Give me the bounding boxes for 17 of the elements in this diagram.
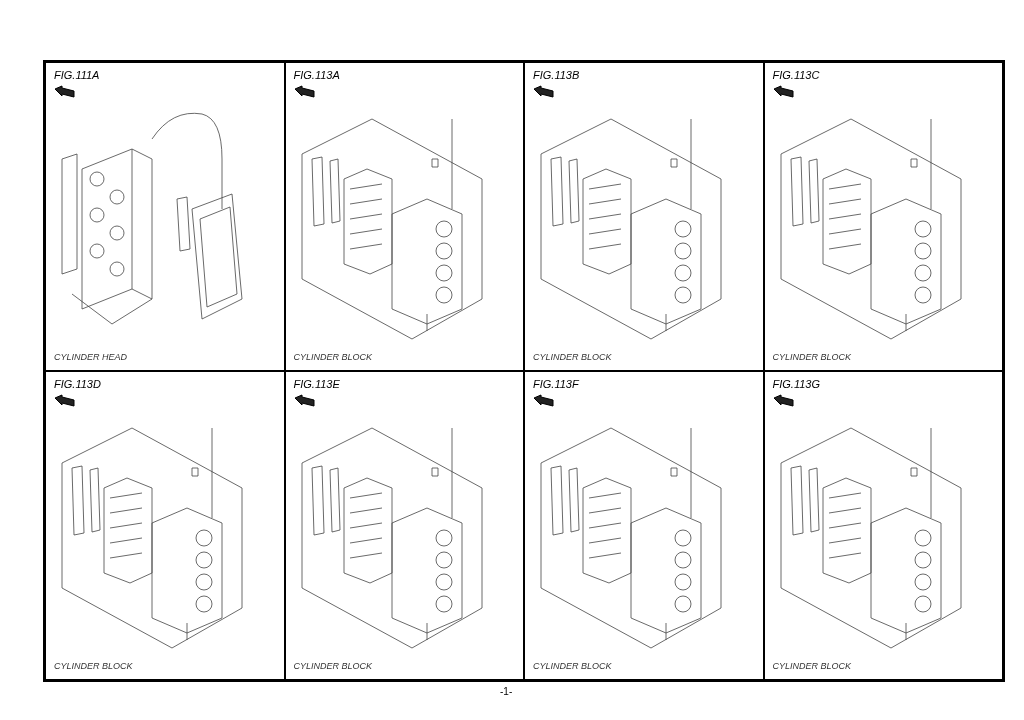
figure-title: FIG.113A	[293, 69, 340, 81]
figure-caption: CYLINDER BLOCK	[54, 661, 133, 671]
figure-title: FIG.113E	[293, 378, 340, 390]
figure-caption: CYLINDER BLOCK	[772, 352, 852, 362]
figure-title: FIG.113B	[533, 69, 580, 81]
figure-caption: CYLINDER BLOCK	[533, 352, 612, 362]
figure-caption: CYLINDER BLOCK	[772, 661, 852, 671]
figure-title: FIG.111A	[54, 69, 100, 81]
figure-caption: CYLINDER BLOCK	[533, 661, 612, 671]
figure-caption: CYLINDER BLOCK	[293, 661, 373, 671]
figure-title: FIG.113D	[54, 378, 101, 390]
figure-caption: CYLINDER HEAD	[54, 352, 127, 362]
figure-caption: CYLINDER BLOCK	[293, 352, 373, 362]
figure-title: FIG.113C	[772, 69, 820, 81]
figure-title: FIG.113F	[533, 378, 579, 390]
figure-title: FIG.113G	[772, 378, 820, 390]
page-number: -1-	[500, 686, 513, 697]
